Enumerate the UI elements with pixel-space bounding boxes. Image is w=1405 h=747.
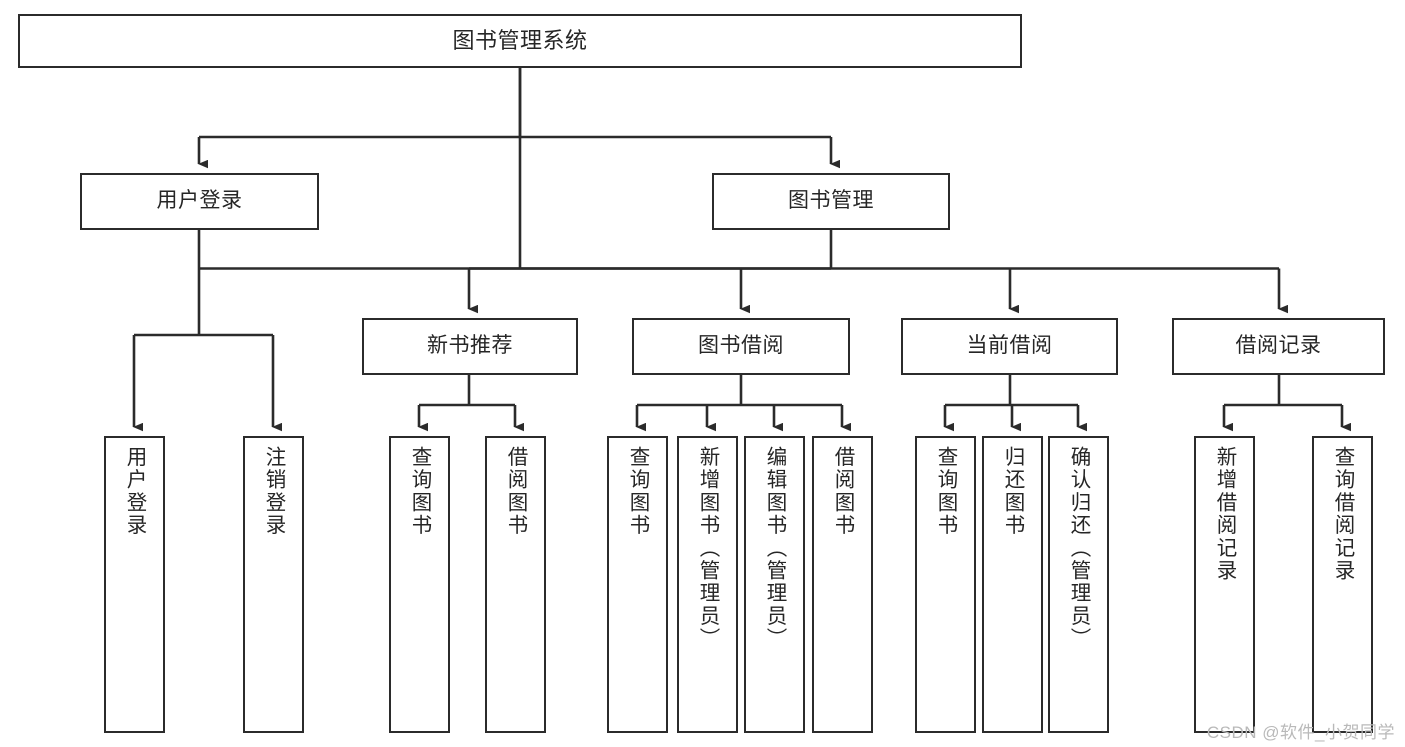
csdn-watermark: CSDN @软件_小贺同学 bbox=[1206, 723, 1395, 742]
node-book-borrow[interactable]: 图书借阅 bbox=[632, 318, 850, 375]
node-new-book-recommend[interactable]: 新书推荐 bbox=[362, 318, 578, 375]
node-current-borrow[interactable]: 当前借阅 bbox=[901, 318, 1118, 375]
node-label: 新增图书（管理员） bbox=[696, 446, 719, 651]
node-label: 借阅图书 bbox=[831, 446, 854, 537]
node-label: 查询图书 bbox=[626, 446, 649, 537]
node-label: 用户登录 bbox=[123, 446, 146, 537]
node-leaf-user-login[interactable]: 用户登录 bbox=[104, 436, 165, 733]
node-label: 编辑图书（管理员） bbox=[763, 446, 786, 651]
node-label: 查询图书 bbox=[934, 446, 957, 537]
node-label: 用户登录 bbox=[156, 189, 243, 213]
node-leaf-add-book-admin[interactable]: 新增图书（管理员） bbox=[677, 436, 738, 733]
node-leaf-borrow-book[interactable]: 借阅图书 bbox=[812, 436, 873, 733]
node-user-login[interactable]: 用户登录 bbox=[80, 173, 319, 230]
node-label: 确认归还（管理员） bbox=[1067, 446, 1090, 651]
node-leaf-query-borrow-record[interactable]: 查询借阅记录 bbox=[1312, 436, 1373, 733]
node-label: 新书推荐 bbox=[427, 334, 513, 358]
node-label: 注销登录 bbox=[262, 446, 285, 537]
node-label: 查询借阅记录 bbox=[1331, 446, 1354, 583]
node-label: 借阅记录 bbox=[1235, 334, 1322, 358]
node-label: 借阅图书 bbox=[504, 446, 527, 537]
node-label: 查询图书 bbox=[408, 446, 431, 537]
node-leaf-edit-book-admin[interactable]: 编辑图书（管理员） bbox=[744, 436, 805, 733]
node-leaf-return-book[interactable]: 归还图书 bbox=[982, 436, 1043, 733]
node-label: 归还图书 bbox=[1001, 446, 1024, 537]
node-leaf-query-book-borrow[interactable]: 查询图书 bbox=[607, 436, 668, 733]
node-label: 图书管理系统 bbox=[452, 28, 588, 54]
node-borrow-record[interactable]: 借阅记录 bbox=[1172, 318, 1385, 375]
node-root-system[interactable]: 图书管理系统 bbox=[18, 14, 1022, 68]
node-leaf-add-borrow-record[interactable]: 新增借阅记录 bbox=[1194, 436, 1255, 733]
node-label: 图书管理 bbox=[788, 189, 874, 213]
node-label: 新增借阅记录 bbox=[1213, 446, 1236, 583]
node-leaf-borrow-book-recommend[interactable]: 借阅图书 bbox=[485, 436, 546, 733]
node-leaf-query-book-current[interactable]: 查询图书 bbox=[915, 436, 976, 733]
node-leaf-query-book-recommend[interactable]: 查询图书 bbox=[389, 436, 450, 733]
node-leaf-logout[interactable]: 注销登录 bbox=[243, 436, 304, 733]
node-label: 图书借阅 bbox=[698, 334, 784, 358]
node-label: 当前借阅 bbox=[966, 334, 1053, 358]
node-book-management[interactable]: 图书管理 bbox=[712, 173, 950, 230]
node-leaf-confirm-return-admin[interactable]: 确认归还（管理员） bbox=[1048, 436, 1109, 733]
